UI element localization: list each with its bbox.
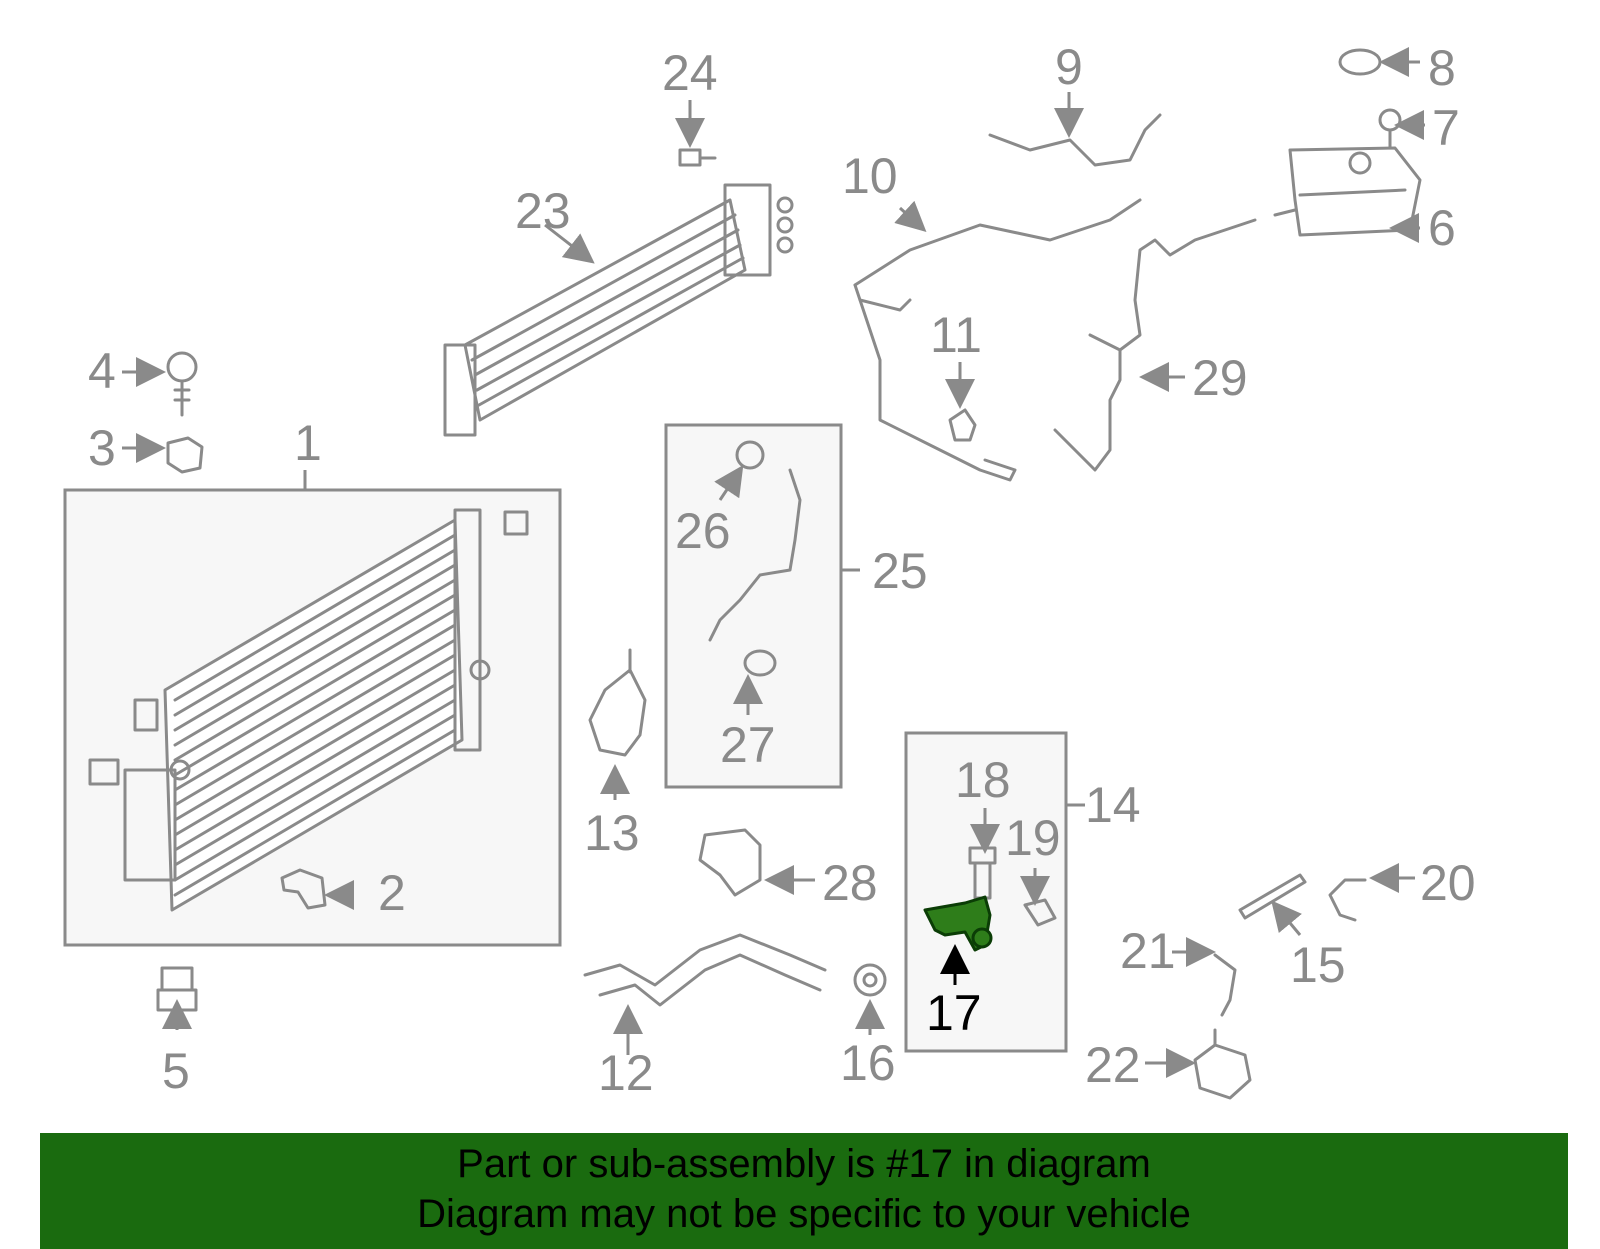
banner-line-2: Diagram may not be specific to your vehi… xyxy=(417,1192,1191,1236)
grommet-part-16 xyxy=(853,963,887,997)
hose-part-29 xyxy=(1053,218,1257,472)
callout-27: 27 xyxy=(720,717,776,773)
pump-part-22 xyxy=(1193,1028,1252,1100)
callout-15: 15 xyxy=(1290,937,1346,993)
pipe-part-15 xyxy=(1238,873,1307,920)
bracket-part-2 xyxy=(280,868,327,910)
callout-14: 14 xyxy=(1085,777,1141,833)
nut-part-3 xyxy=(166,436,204,474)
leader-lines xyxy=(122,47,1425,1078)
bolt-part-24 xyxy=(678,148,717,167)
callout-1: 1 xyxy=(294,415,322,471)
hose-part-25 xyxy=(708,440,802,677)
clamp-part-11 xyxy=(948,408,977,442)
cap-part-8 xyxy=(1338,48,1382,76)
valve-part-28 xyxy=(698,828,762,897)
callout-24: 24 xyxy=(662,45,718,101)
callout-18: 18 xyxy=(955,752,1011,808)
callout-20: 20 xyxy=(1420,855,1476,911)
hose-part-20 xyxy=(1328,878,1367,922)
callout-7: 7 xyxy=(1432,100,1460,156)
callout-8: 8 xyxy=(1428,40,1456,96)
callout-16: 16 xyxy=(840,1035,896,1091)
hose-part-10 xyxy=(853,198,1142,482)
reservoir-part xyxy=(1273,146,1422,237)
insulator-part-5 xyxy=(156,966,198,1012)
callout-19: 19 xyxy=(1005,810,1061,866)
screw-part-7 xyxy=(1378,108,1402,152)
callout-21: 21 xyxy=(1120,923,1176,979)
callout-13: 13 xyxy=(584,805,640,861)
bolt-part-4 xyxy=(166,351,198,417)
callout-5: 5 xyxy=(162,1043,190,1099)
callout-4: 4 xyxy=(88,343,116,399)
callout-12: 12 xyxy=(598,1045,654,1101)
hose-kit-group-box-25 xyxy=(664,423,843,789)
hose-part-13 xyxy=(588,648,647,757)
callout-10: 10 xyxy=(842,148,898,204)
info-banner: Part or sub-assembly is #17 in diagram D… xyxy=(40,1133,1568,1249)
callout-22: 22 xyxy=(1085,1037,1141,1093)
callout-29: 29 xyxy=(1192,350,1248,406)
callout-9: 9 xyxy=(1055,39,1083,95)
hose-part-9 xyxy=(988,113,1162,167)
callout-23: 23 xyxy=(515,183,571,239)
callout-6: 6 xyxy=(1428,200,1456,256)
callout-numbers: 1 2 3 4 5 6 7 8 9 10 11 12 13 14 15 16 1… xyxy=(88,39,1476,1101)
callout-11: 11 xyxy=(930,307,982,363)
callout-25: 25 xyxy=(872,543,928,599)
callout-26: 26 xyxy=(675,503,731,559)
intercooler-part xyxy=(443,183,794,437)
hose-part-21 xyxy=(1213,953,1237,1017)
banner-line-1: Part or sub-assembly is #17 in diagram xyxy=(457,1142,1151,1186)
hose-part-12 xyxy=(583,933,827,1007)
callout-17: 17 xyxy=(926,985,982,1041)
highlighted-part-17[interactable] xyxy=(923,895,993,952)
callout-2: 2 xyxy=(378,865,406,921)
radiator-part xyxy=(88,508,529,912)
callout-3: 3 xyxy=(88,420,116,476)
callout-28: 28 xyxy=(822,855,878,911)
